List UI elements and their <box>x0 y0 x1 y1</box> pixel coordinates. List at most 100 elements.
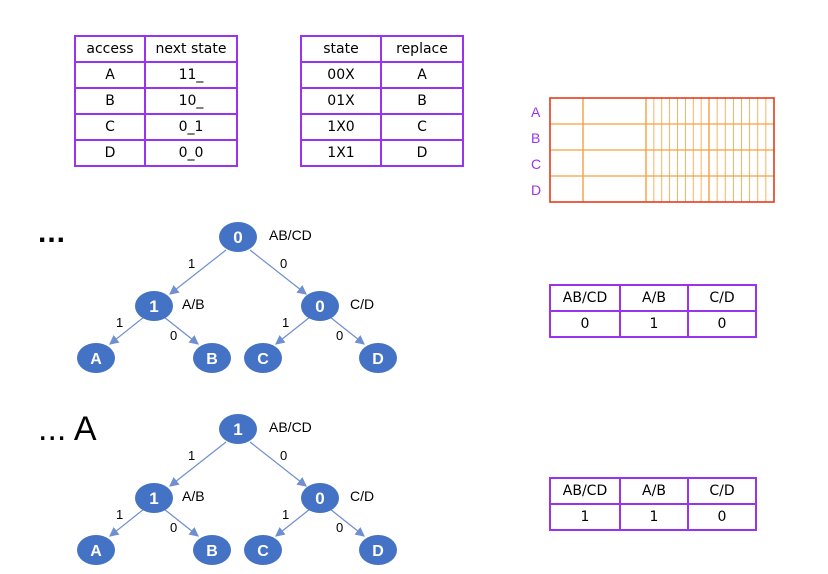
edge-label: 1 <box>116 315 123 330</box>
tree-edge <box>169 441 227 487</box>
tree-leaf <box>77 343 115 373</box>
table-cell: 1 <box>619 503 689 531</box>
table-row: 1 1 0 <box>549 503 757 531</box>
tree-leaf <box>77 535 115 565</box>
table-header-cell: C/D <box>687 284 757 312</box>
tree-edge <box>275 316 311 345</box>
sequence-prefix-1: ... <box>38 216 67 249</box>
table-cell: C <box>74 113 146 141</box>
table-row: 00X A <box>300 61 464 89</box>
tree-edge <box>329 508 365 537</box>
leaf-label: D <box>372 351 384 368</box>
cache-row-label: D <box>531 182 541 198</box>
node-label: A/B <box>182 296 205 312</box>
table-header-cell: access <box>74 35 146 63</box>
edge-label: 1 <box>188 256 195 271</box>
table-row: A 11_ <box>74 61 238 89</box>
cache-row-label: A <box>531 104 541 120</box>
table-cell: B <box>380 87 464 115</box>
table-cell: 0 <box>687 310 757 338</box>
tree-leaf <box>244 343 282 373</box>
tree-edge <box>249 249 307 295</box>
node-label: AB/CD <box>269 227 312 243</box>
edge-label: 1 <box>116 507 123 522</box>
replace-table: state replace 00X A 01X B 1X0 C 1X1 D <box>300 35 464 167</box>
table-row: 0 1 0 <box>549 310 757 338</box>
tree-edge <box>163 508 199 537</box>
leaf-label: C <box>257 351 269 368</box>
edge-label: 0 <box>336 520 343 535</box>
table-header-cell: next state <box>144 35 238 63</box>
leaf-label: D <box>372 543 384 560</box>
tree-leaf <box>193 343 231 373</box>
cache-row-label: B <box>531 130 540 146</box>
tree-leaf <box>193 535 231 565</box>
tree-edge <box>163 316 199 345</box>
table-row: 1X0 C <box>300 113 464 141</box>
tree-leaf <box>359 343 397 373</box>
table-cell: 0_0 <box>144 139 238 167</box>
leaf-label: B <box>206 351 218 368</box>
table-header-cell: AB/CD <box>549 284 621 312</box>
table-header-cell: A/B <box>619 477 689 505</box>
access-table: access next state A 11_ B 10_ C 0_1 D 0_… <box>74 35 238 167</box>
tree-leaf <box>359 535 397 565</box>
tree-node-left <box>135 483 173 513</box>
node-bit: 0 <box>315 489 324 508</box>
table-cell: C <box>380 113 464 141</box>
tree-node-right <box>301 483 339 513</box>
bit-table-2: AB/CD A/B C/D 1 1 0 <box>549 477 757 531</box>
edge-label: 0 <box>170 520 177 535</box>
table-row: C 0_1 <box>74 113 238 141</box>
node-label: A/B <box>182 488 205 504</box>
table-cell: 1X0 <box>300 113 382 141</box>
edge-label: 0 <box>280 448 287 463</box>
leaf-label: B <box>206 543 218 560</box>
table-cell: 11_ <box>144 61 238 89</box>
tree-edge <box>249 441 307 487</box>
leaf-label: A <box>90 543 102 560</box>
tree-edge <box>109 316 145 345</box>
table-row: D 0_0 <box>74 139 238 167</box>
table-header-row: AB/CD A/B C/D <box>549 284 757 312</box>
tree-node-root <box>219 414 257 444</box>
table-cell: 0 <box>549 310 621 338</box>
edge-label: 0 <box>170 328 177 343</box>
table-cell: 00X <box>300 61 382 89</box>
tree-node-left <box>135 291 173 321</box>
edge-label: 1 <box>188 448 195 463</box>
table-header-row: AB/CD A/B C/D <box>549 477 757 505</box>
table-cell: 1 <box>619 310 689 338</box>
node-bit: 1 <box>233 420 242 439</box>
table-header-cell: AB/CD <box>549 477 621 505</box>
tree-edge <box>109 508 145 537</box>
table-cell: D <box>380 139 464 167</box>
edge-label: 1 <box>282 315 289 330</box>
leaf-label: A <box>90 351 102 368</box>
table-cell: 1X1 <box>300 139 382 167</box>
table-header-cell: A/B <box>619 284 689 312</box>
sequence-prefix-2: ... A <box>38 410 97 448</box>
edge-label: 1 <box>282 507 289 522</box>
tree-edge <box>169 249 227 295</box>
tree-leaf <box>244 535 282 565</box>
edge-label: 0 <box>336 328 343 343</box>
table-cell: B <box>74 87 146 115</box>
cache-grid-lines <box>550 98 774 202</box>
table-cell: 01X <box>300 87 382 115</box>
table-cell: 1 <box>549 503 621 531</box>
bit-table-1: AB/CD A/B C/D 0 1 0 <box>549 284 757 338</box>
tree-edge <box>275 508 311 537</box>
tree-node-root <box>219 222 257 252</box>
table-header-cell: C/D <box>687 477 757 505</box>
tree-diagram-1: 1 0 1 0 1 0 0 AB/CD 1 A/B 0 C/D A B C D <box>77 222 397 373</box>
node-label: C/D <box>350 488 374 504</box>
node-bit: 1 <box>149 297 158 316</box>
table-header-row: state replace <box>300 35 464 63</box>
table-header-row: access next state <box>74 35 238 63</box>
tree-diagram-2: 1 0 1 0 1 0 1 AB/CD 1 A/B 0 C/D A B C D <box>77 414 397 565</box>
table-row: 1X1 D <box>300 139 464 167</box>
table-header-cell: replace <box>380 35 464 63</box>
table-cell: 0 <box>687 503 757 531</box>
table-cell: D <box>74 139 146 167</box>
